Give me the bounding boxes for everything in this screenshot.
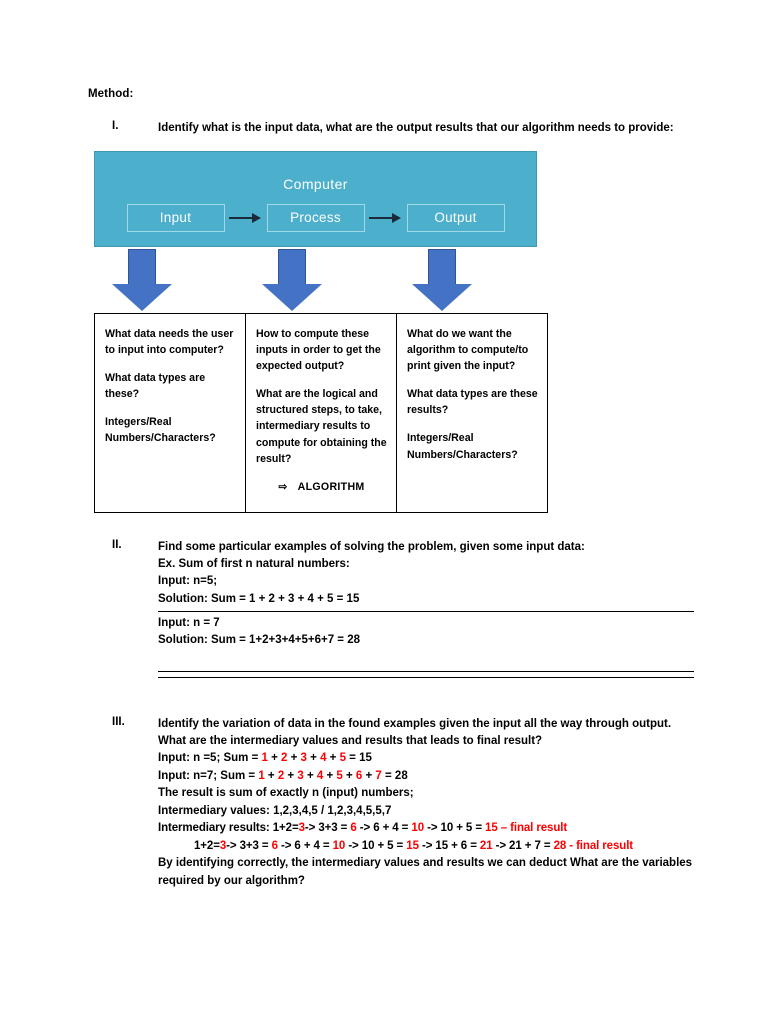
section-two-line-2: Solution: Sum = 1 + 2 + 3 + 4 + 5 = 15 [158, 592, 360, 605]
algorithm-callout: ⇨ ALGORITHM [256, 479, 387, 495]
question-box-process-p2: What are the logical and structured step… [256, 388, 387, 465]
question-box-output-p1: What do we want the algorithm to compute… [407, 328, 529, 373]
steps2-s3-black: -> 6 + 4 = [277, 839, 333, 852]
section-one-lead: Identify what is the input data, what ar… [158, 122, 674, 134]
section-one-numeral: I. [112, 120, 119, 132]
question-box-process-p1: How to compute these inputs in order to … [256, 328, 381, 373]
example-one-term-0: 1 [261, 752, 268, 765]
question-box-input-p1: What data needs the user to input into c… [105, 328, 234, 357]
question-box-input: What data needs the user to input into c… [94, 313, 246, 514]
page-title: Method: [88, 88, 134, 100]
section-two-lead: Find some particular examples of solving… [158, 541, 585, 554]
steps2-s4-black: -> 10 + 5 = [345, 839, 407, 852]
example-one-term-3: 4 [320, 752, 327, 765]
steps2-s4-red: 15 [406, 839, 419, 852]
example-two-line: Input: n=7; Sum = 1 + 2 + 3 + 4 + 5 + 6 … [158, 769, 408, 782]
arrow-process-to-output-icon [365, 212, 407, 224]
arrow-input-to-process-icon [225, 212, 267, 224]
steps1-s2-red: 6 [350, 822, 357, 835]
section-three: III. Identify the variation of data in t… [88, 716, 694, 890]
question-boxes-row: What data needs the user to input into c… [94, 313, 550, 514]
down-arrows-row [94, 247, 537, 313]
section-two: II. Find some particular examples of sol… [88, 539, 694, 679]
example-two-term-0: 1 [258, 769, 265, 782]
question-box-output-p3: Integers/Real Numbers/Characters? [407, 432, 518, 461]
section-one: I. Identify what is the input data, what… [88, 120, 694, 137]
example-one-prefix: Input: n =5; Sum = [158, 752, 262, 765]
section-three-numeral: III. [112, 716, 125, 729]
steps1-s1-black: 1+2= [272, 822, 299, 835]
intermediary-values-label: Intermediary values: [158, 804, 274, 817]
example-one-term-1: 2 [281, 752, 288, 765]
question-box-input-p2: What data types are these? [105, 372, 206, 401]
steps1-s1-red: 3 [298, 822, 305, 835]
divider-single [158, 610, 694, 612]
question-box-output-p2: What data types are these results? [407, 388, 538, 417]
example-two-suffix: = 28 [381, 769, 408, 782]
down-arrow-output-icon [412, 249, 472, 312]
steps1-s3-red: 10 [411, 822, 424, 835]
down-arrow-input-icon [112, 249, 172, 312]
section-two-line-4: Solution: Sum = 1+2+3+4+5+6+7 = 28 [158, 634, 361, 647]
input-process-output-row: Input Process Output [95, 204, 536, 233]
steps2-s2-black: -> 3+3 = [226, 839, 272, 852]
steps1-s4-red: 15 – final result [485, 822, 568, 835]
process-box: Process [266, 204, 365, 233]
question-box-process: How to compute these inputs in order to … [245, 313, 397, 514]
input-box: Input [126, 204, 225, 233]
section-two-line-0: Ex. Sum of first n natural numbers: [158, 558, 350, 571]
question-box-input-p3: Integers/Real Numbers/Characters? [105, 416, 216, 445]
example-one-suffix: = 15 [345, 752, 372, 765]
example-two-term-1: 2 [277, 769, 285, 782]
intermediary-results-label: Intermediary results: [158, 822, 273, 835]
steps1-s4-black: -> 10 + 5 = [424, 822, 486, 835]
example-two-term-5: 6 [355, 769, 363, 782]
result-note-line: The result is sum of exactly n (input) n… [158, 787, 414, 800]
section-two-line-3: Input: n = 7 [158, 616, 220, 629]
section-two-example-lines-2: Input: n = 7 Solution: Sum = 1+2+3+4+5+6… [158, 615, 694, 650]
steps2-s1-red: 3 [219, 839, 227, 852]
example-one-term-2: 3 [300, 752, 307, 765]
closing-paragraph: By identifying correctly, the intermedia… [158, 857, 693, 887]
question-box-output: What do we want the algorithm to compute… [396, 313, 548, 514]
intermediary-results-line-one: Intermediary results: 1+2=3-> 3+3 = 6 ->… [158, 820, 694, 837]
intermediary-values-line: Intermediary values: 1,2,3,4,5 / 1,2,3,4… [158, 803, 694, 820]
divider-double [158, 671, 694, 679]
example-one-line: Input: n =5; Sum = 1 + 2 + 3 + 4 + 5 = 1… [158, 752, 372, 765]
steps1-s2-black: -> 3+3 = [304, 822, 351, 835]
computer-diagram: Computer Input Process Output [94, 151, 537, 248]
steps2-s5-black: -> 15 + 6 = [418, 839, 480, 852]
steps2-s6-red: 28 - final result [553, 839, 634, 852]
section-two-numeral: II. [112, 539, 122, 552]
example-two-term-6: 7 [375, 769, 382, 782]
steps2-s2-red: 6 [271, 839, 278, 852]
algorithm-label: ALGORITHM [297, 480, 365, 493]
steps2-s6-black: -> 21 + 7 = [492, 839, 554, 852]
section-three-body: Input: n =5; Sum = 1 + 2 + 3 + 4 + 5 = 1… [158, 750, 694, 890]
example-two-term-3: 4 [316, 769, 324, 782]
steps2-s3-red: 10 [332, 839, 346, 852]
output-box: Output [406, 204, 505, 233]
intermediary-values-text: 1,2,3,4,5 / 1,2,3,4,5,5,7 [273, 804, 392, 817]
section-two-example-lines: Ex. Sum of first n natural numbers: Inpu… [158, 556, 694, 608]
down-arrow-process-icon [262, 249, 322, 312]
example-two-prefix: Input: n=7; Sum = [158, 769, 259, 782]
computer-container: Computer Input Process Output [94, 151, 537, 248]
intermediary-results-line-two: 1+2=3-> 3+3 = 6 -> 6 + 4 = 10 -> 10 + 5 … [158, 838, 694, 855]
example-one-term-4: 5 [339, 752, 346, 765]
steps2-s5-red: 21 [479, 839, 493, 852]
steps1-s3-black: -> 6 + 4 = [356, 822, 412, 835]
right-arrow-icon: ⇨ [278, 480, 288, 493]
example-two-term-4: 5 [336, 769, 343, 782]
section-two-line-1: Input: n=5; [158, 575, 218, 588]
example-two-term-2: 3 [297, 769, 304, 782]
computer-label: Computer [283, 176, 348, 193]
section-three-lead: Identify the variation of data in the fo… [158, 718, 672, 748]
steps2-s1-black: 1+2= [194, 839, 220, 852]
